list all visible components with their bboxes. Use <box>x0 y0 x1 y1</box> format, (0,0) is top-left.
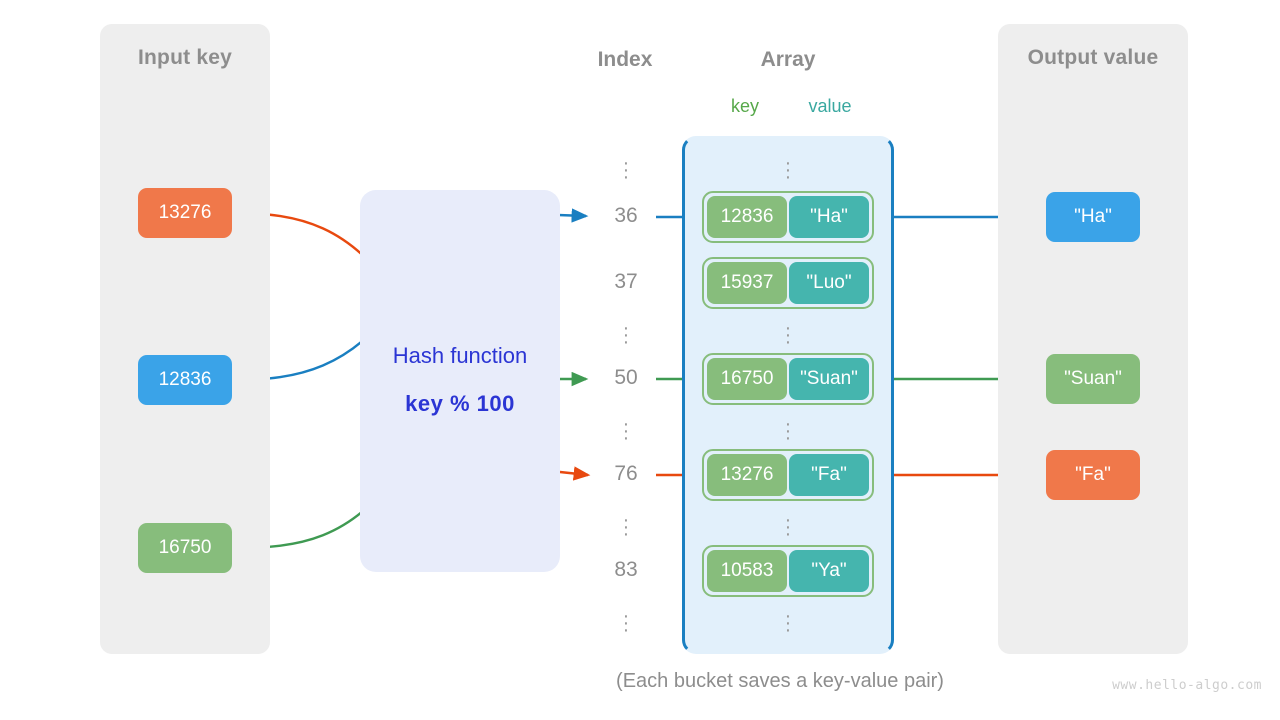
array-dots-3: ··· <box>784 413 792 449</box>
diagram-caption: (Each bucket saves a key-value pair) <box>616 670 944 692</box>
bucket-36-key: 12836 <box>707 196 787 238</box>
arrow-orange-to-index76 <box>559 466 591 481</box>
index-label-50: 50 <box>614 366 638 389</box>
output-value-panel: Output value <box>998 24 1188 654</box>
index-label-76: 76 <box>614 462 638 485</box>
index-column-header: Index <box>597 48 653 71</box>
hash-function-formula: key % 100 <box>405 391 515 416</box>
bucket-83[interactable]: 10583 "Ya" <box>702 545 874 597</box>
hash-function-box <box>360 190 560 572</box>
index-label-36: 36 <box>614 204 638 227</box>
bucket-50-value: "Suan" <box>789 358 869 400</box>
output-value-fa[interactable]: "Fa" <box>1046 450 1140 500</box>
array-dots-4: ··· <box>784 509 792 545</box>
array-dots-5: ··· <box>784 605 792 641</box>
arrow-blue-to-index36 <box>557 208 589 223</box>
bucket-76[interactable]: 13276 "Fa" <box>702 449 874 501</box>
bucket-76-key: 13276 <box>707 454 787 496</box>
output-value-suan[interactable]: "Suan" <box>1046 354 1140 404</box>
bucket-50-key: 16750 <box>707 358 787 400</box>
value-sub-header: value <box>808 96 852 116</box>
index-label-37: 37 <box>614 270 638 293</box>
index-dots-2: ··· <box>622 317 630 353</box>
index-dots-4: ··· <box>622 509 630 545</box>
key-sub-header: key <box>730 96 759 116</box>
bucket-37[interactable]: 15937 "Luo" <box>702 257 874 309</box>
bucket-50[interactable]: 16750 "Suan" <box>702 353 874 405</box>
input-panel-title: Input key <box>138 46 232 69</box>
input-key-13276[interactable]: 13276 <box>138 188 232 238</box>
output-panel-title: Output value <box>1027 46 1159 69</box>
index-dots-5: ··· <box>622 605 630 641</box>
index-dots-1: ··· <box>622 152 630 188</box>
input-key-16750[interactable]: 16750 <box>138 523 232 573</box>
index-dots-3: ··· <box>622 413 630 449</box>
array-column-header: Array <box>760 48 816 71</box>
hash-function-label: Hash function <box>392 343 528 368</box>
bucket-76-value: "Fa" <box>789 454 869 496</box>
input-key-12836[interactable]: 12836 <box>138 355 232 405</box>
output-value-ha[interactable]: "Ha" <box>1046 192 1140 242</box>
array-dots-1: ··· <box>784 152 792 188</box>
bucket-83-key: 10583 <box>707 550 787 592</box>
bucket-37-value: "Luo" <box>789 262 869 304</box>
bucket-83-value: "Ya" <box>789 550 869 592</box>
array-dots-2: ··· <box>784 317 792 353</box>
index-label-83: 83 <box>614 558 638 581</box>
bucket-37-key: 15937 <box>707 262 787 304</box>
bucket-36[interactable]: 12836 "Ha" <box>702 191 874 243</box>
bucket-36-value: "Ha" <box>789 196 869 238</box>
watermark: www.hello-algo.com <box>1112 678 1262 693</box>
